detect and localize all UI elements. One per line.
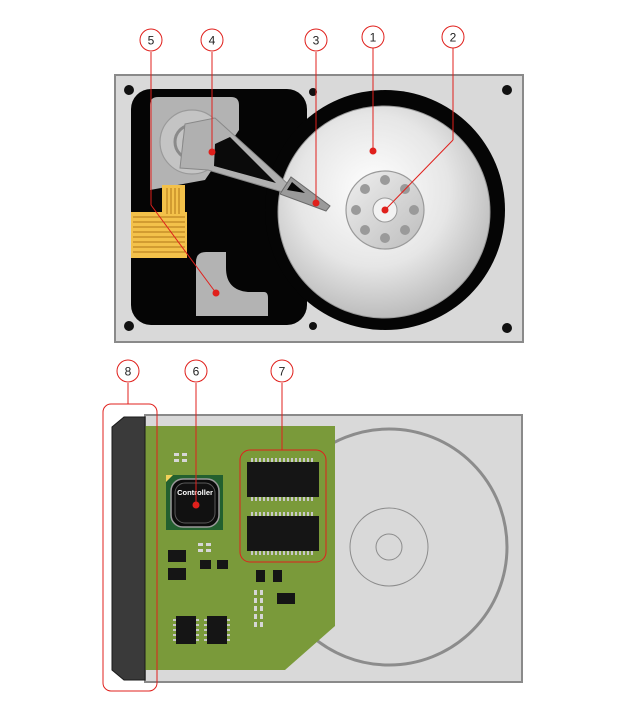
arm-cutout <box>214 137 276 183</box>
callout-2-label: 2 <box>450 31 457 45</box>
callout-4-label: 4 <box>209 34 216 48</box>
callout-7: 7 <box>270 359 294 383</box>
flex-cable <box>131 185 187 258</box>
spindle-outline <box>349 507 429 587</box>
connector-highlight-box <box>102 403 158 692</box>
leader-lines <box>127 48 454 505</box>
screw <box>309 88 317 96</box>
screw <box>309 322 317 330</box>
callout-6: 6 <box>184 359 208 383</box>
callout-7-label: 7 <box>279 365 286 379</box>
callout-1-label: 1 <box>370 31 377 45</box>
callout-8: 8 <box>116 359 140 383</box>
drive-bottom-view: Controller <box>111 414 523 683</box>
screw <box>124 85 134 95</box>
callout-3-label: 3 <box>313 34 320 48</box>
interface-connector <box>111 416 146 681</box>
controller-label: Controller <box>177 488 213 497</box>
small-ics <box>168 550 295 644</box>
callout-3: 3 <box>304 28 328 52</box>
drive-top-view <box>114 74 524 343</box>
screw <box>502 323 512 333</box>
callout-5: 5 <box>139 28 163 52</box>
memory-highlight-box <box>239 449 327 563</box>
callout-4: 4 <box>200 28 224 52</box>
screw <box>124 321 134 331</box>
callout-2: 2 <box>441 25 465 49</box>
voice-coil-magnet <box>196 252 268 316</box>
smd-components <box>174 453 263 627</box>
memory-chip-1 <box>247 458 319 501</box>
screw <box>502 85 512 95</box>
memory-chip-2 <box>247 512 319 555</box>
callout-points <box>192 147 389 509</box>
callout-5-label: 5 <box>148 34 155 48</box>
spindle-center-outline <box>375 533 403 561</box>
callout-8-label: 8 <box>125 365 132 379</box>
callout-1: 1 <box>361 25 385 49</box>
callout-6-label: 6 <box>193 365 200 379</box>
